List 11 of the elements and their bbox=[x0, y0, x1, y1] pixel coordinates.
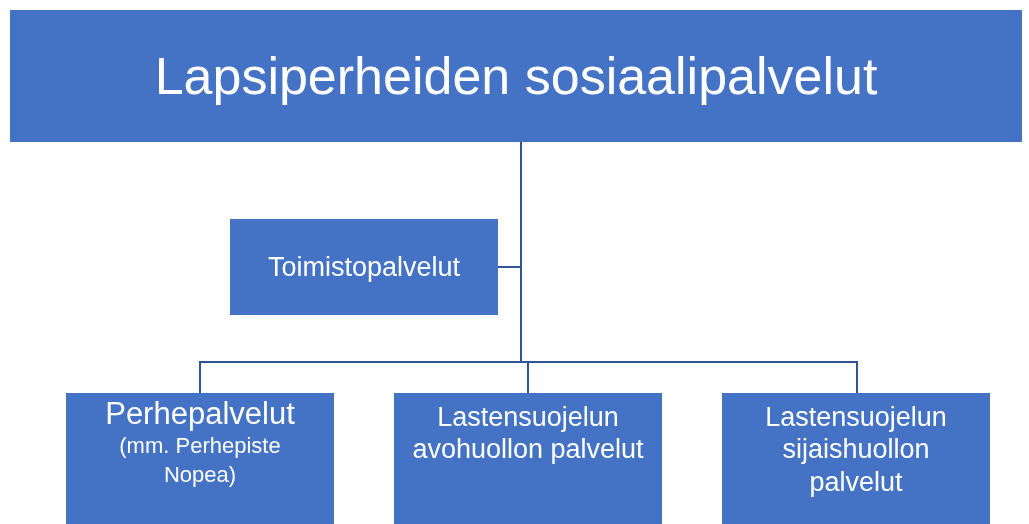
org-box bbox=[66, 393, 334, 524]
node-note: (mm. Perhepiste Nopea) bbox=[118, 432, 282, 489]
node-label: Lapsiperheiden sosiaalipalvelut bbox=[154, 45, 878, 107]
org-box bbox=[722, 393, 990, 524]
org-box bbox=[394, 393, 662, 524]
node-label: Lastensuojelun sijaishuollon palvelut bbox=[764, 401, 948, 499]
node-label: Toimistopalvelut bbox=[267, 250, 461, 284]
org-box bbox=[230, 219, 498, 315]
node-label: Lastensuojelun avohuollon palvelut bbox=[412, 401, 644, 466]
node-label: Perhepalvelut bbox=[105, 395, 295, 433]
title-box bbox=[10, 10, 1022, 142]
